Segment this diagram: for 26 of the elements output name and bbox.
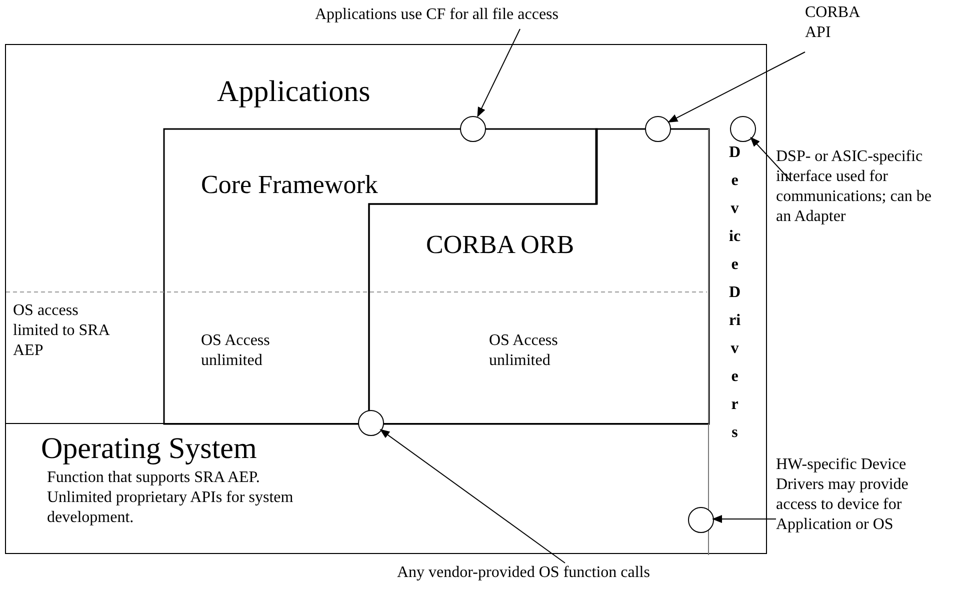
leader-arrow (477, 28, 520, 118)
leader-arrow (712, 515, 776, 523)
layer-title: Operating System (41, 431, 258, 467)
callout-text: DSP- or ASIC-specific interface used for communications; can be an Adapter (776, 147, 933, 227)
callout-text: CORBA API (805, 3, 861, 43)
region-label: OS access limited to SRA AEP (13, 301, 111, 361)
callout-text: HW-specific Device Drivers may provide access to device for Application or OS (776, 455, 910, 535)
leader-arrow (668, 52, 806, 123)
callout-text: Applications use CF for all file access (315, 5, 560, 25)
interface-circle (460, 116, 486, 142)
interface-circle (358, 410, 384, 436)
callout-text: Any vendor-provided OS function calls (397, 563, 651, 583)
interface-circle (730, 116, 756, 142)
core-framework-layer (164, 129, 597, 424)
layer-title: Applications (217, 74, 372, 110)
applications-layer (5, 44, 767, 554)
interface-circle (645, 116, 671, 142)
region-label: OS Access unlimited (489, 331, 559, 371)
leader-arrow (750, 136, 790, 180)
interface-circle (688, 507, 714, 533)
column-title: Device Drivers (729, 143, 741, 443)
layer-title: CORBA ORB (426, 229, 576, 261)
region-label: OS Access unlimited (201, 331, 271, 371)
leader-arrow (380, 429, 566, 564)
layer-title: Core Framework (201, 169, 379, 201)
layer-description: Function that supports SRA AEP. Unlimited proprietary APIs for system development. (47, 468, 294, 528)
